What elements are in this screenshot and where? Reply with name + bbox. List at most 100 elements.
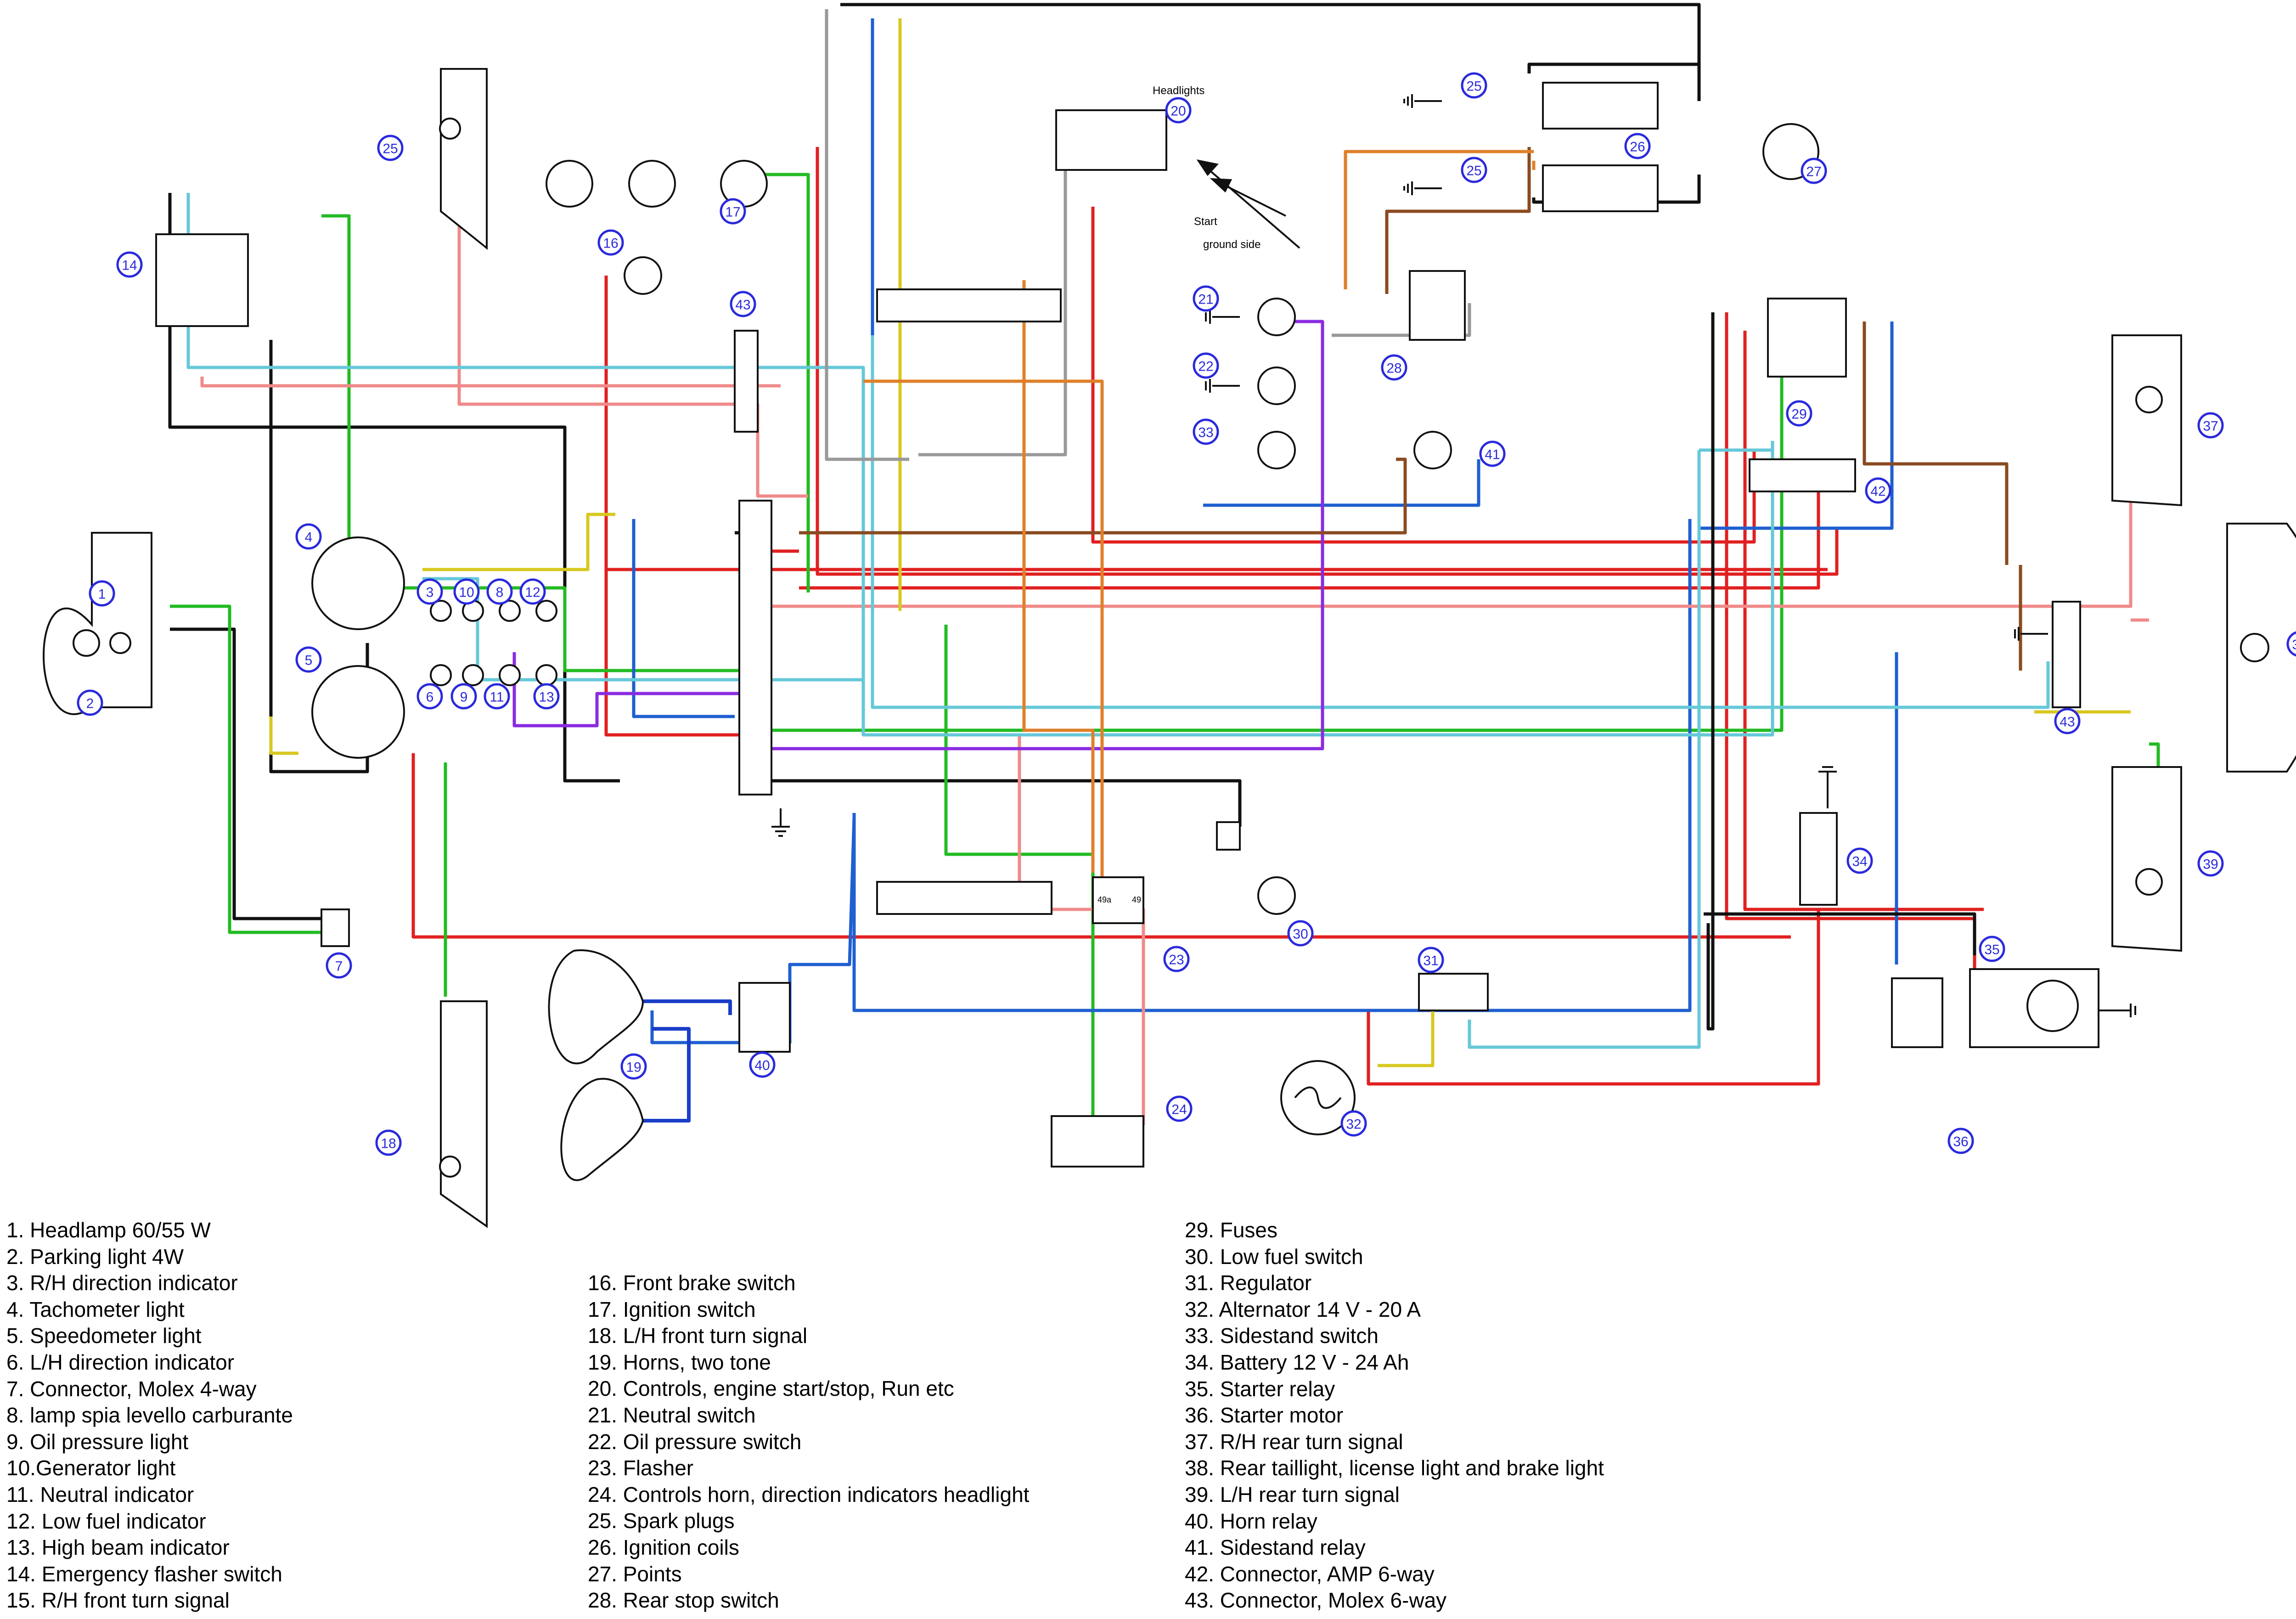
connector-strip-main: [738, 500, 772, 795]
marker-label: 28: [1386, 361, 1401, 376]
marker-label: 17: [725, 205, 740, 220]
front-turn-signal-lh: [440, 1000, 488, 1228]
emergency-flasher-switch: [155, 233, 249, 327]
legend-item: 16. Front brake switch: [588, 1271, 796, 1295]
marker-14: 14: [116, 251, 143, 278]
connector-strip-43a: [734, 330, 759, 433]
marker-3: 3: [416, 578, 443, 605]
legend-item: 43. Connector, Molex 6-way: [1185, 1588, 1447, 1613]
marker-41: 41: [1479, 440, 1506, 467]
legend-item: 35. Starter relay: [1185, 1376, 1335, 1401]
marker-13: 13: [533, 683, 560, 710]
marker-29: 29: [1786, 400, 1812, 427]
flasher: [1092, 876, 1144, 924]
legend-item: 18. L/H front turn signal: [588, 1324, 808, 1348]
connector-strip-top: [876, 288, 1062, 322]
marker-18: 18: [375, 1129, 402, 1156]
marker-label: 19: [626, 1060, 641, 1075]
marker-7: 7: [326, 952, 352, 979]
marker-label: 25: [1466, 164, 1481, 179]
legend-item: 8. lamp spia levello carburante: [6, 1403, 293, 1427]
marker-10: 10: [453, 578, 480, 605]
marker-37: 37: [2197, 412, 2224, 439]
marker-label: 4: [305, 530, 313, 545]
marker-label: 13: [539, 690, 554, 705]
marker-26: 26: [1624, 133, 1651, 159]
marker-40: 40: [749, 1051, 776, 1078]
wire-brown-1: [799, 147, 2022, 671]
wire-red-3: [1725, 312, 1984, 974]
horn-2: [560, 1077, 644, 1181]
legend-item: 34. Battery 12 V - 24 Ah: [1185, 1350, 1409, 1374]
marker-43: 43: [2054, 708, 2081, 734]
legend-item: 41. Sidestand relay: [1185, 1535, 1366, 1560]
marker-5: 5: [295, 646, 322, 673]
controls-engine-start: [1055, 109, 1167, 171]
marker-25: 25: [377, 135, 404, 161]
legend-item: 15. R/H front turn signal: [6, 1588, 230, 1613]
marker-label: 38: [2292, 637, 2296, 653]
marker-32: 32: [1340, 1110, 1367, 1137]
wire-blue-2: [871, 18, 1898, 965]
wire-grey-1: [825, 9, 1471, 461]
controls-horn-indicators: [1051, 1115, 1144, 1168]
headlamp-bulb-1: [73, 629, 100, 657]
marker-label: 9: [460, 690, 468, 705]
marker-22: 22: [1193, 352, 1219, 379]
front-turn-signal-rh: [440, 68, 488, 250]
wire-blue-1: [632, 322, 1894, 1044]
marker-label: 12: [525, 585, 540, 600]
marker-label: 8: [496, 585, 504, 600]
legend-item: 39. L/H rear turn signal: [1185, 1482, 1400, 1506]
marker-20: 20: [1165, 97, 1192, 124]
wiring-diagram: Headlights Start ground side 49a 49 1234…: [43, 3, 2296, 1228]
fuse-box: [1767, 298, 1847, 378]
ignition-dial-2: [628, 160, 676, 208]
connector-molex-6way: [2052, 601, 2081, 708]
wire-black-main: [168, 193, 620, 920]
marker-2: 2: [77, 689, 103, 716]
legend-item: 29. Fuses: [1185, 1218, 1277, 1242]
legend-item: 33. Sidestand switch: [1185, 1324, 1379, 1348]
wire-pink-1: [200, 147, 2149, 1125]
start-label: Start: [1194, 215, 1217, 228]
marker-label: 29: [1791, 407, 1806, 422]
marker-8: 8: [486, 578, 513, 605]
legend-item: 28. Rear stop switch: [588, 1588, 779, 1613]
marker-label: 25: [383, 141, 398, 157]
starter-relay: [1891, 977, 1943, 1048]
ignition-coil-1: [1542, 82, 1659, 130]
marker-6: 6: [416, 683, 443, 710]
legend-item: 10.Generator light: [6, 1456, 176, 1480]
legend-item: 1. Headlamp 60/55 W: [6, 1218, 211, 1242]
marker-31: 31: [1418, 947, 1444, 973]
legend-item: 42. Connector, AMP 6-way: [1185, 1562, 1435, 1586]
marker-label: 34: [1852, 854, 1867, 869]
marker-label: 24: [1171, 1102, 1187, 1117]
marker-1: 1: [89, 580, 115, 607]
wire-orange-1: [863, 150, 1536, 891]
marker-label: 32: [1346, 1117, 1361, 1132]
marker-23: 23: [1163, 946, 1190, 972]
low-fuel-switch: [1257, 876, 1296, 915]
legend-item: 31. Regulator: [1185, 1271, 1312, 1295]
legend-item: 36. Starter motor: [1185, 1403, 1344, 1427]
legend-item: 5. Speedometer light: [6, 1324, 202, 1348]
marker-42: 42: [1865, 477, 1891, 504]
legend-item: 7. Connector, Molex 4-way: [6, 1376, 257, 1401]
marker-9: 9: [450, 683, 477, 710]
marker-16: 16: [597, 229, 624, 256]
marker-label: 21: [1198, 292, 1213, 307]
legend-item: 6. L/H direction indicator: [6, 1350, 235, 1374]
legend-item: 17. Ignition switch: [588, 1297, 756, 1321]
marker-30: 30: [1287, 920, 1314, 947]
legend-item: 13. High beam indicator: [6, 1535, 230, 1560]
legend-item: 40. Horn relay: [1185, 1509, 1317, 1533]
ignition-dial-1: [546, 160, 593, 208]
wire-purple-1: [512, 320, 1324, 750]
ground-side-label: ground side: [1203, 238, 1261, 251]
ground-symbols: [771, 94, 2136, 1017]
marker-label: 16: [603, 236, 618, 251]
